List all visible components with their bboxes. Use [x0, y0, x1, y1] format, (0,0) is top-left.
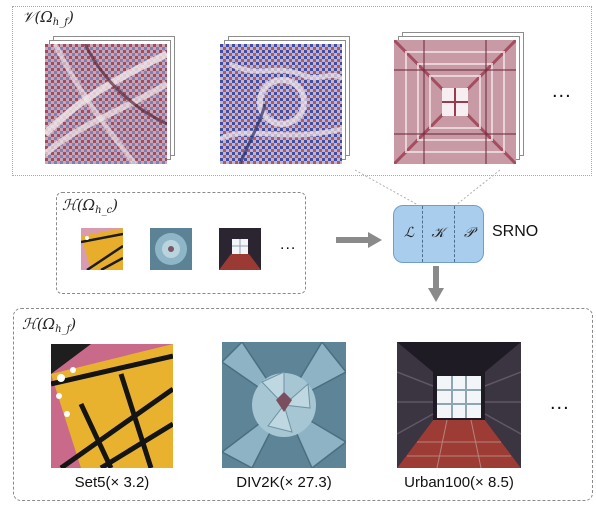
coarse-building-image: [219, 228, 261, 270]
feature-map-1: [45, 44, 167, 164]
v-space-symbol: 𝒱(Ω: [22, 8, 53, 26]
operator-divider-1: [422, 206, 423, 262]
operator-divider-2: [454, 206, 455, 262]
more-inputs-ellipsis: ...: [280, 236, 297, 253]
coarse-succulent-image: [150, 228, 192, 270]
lifting-operator: ℒ: [403, 225, 415, 241]
srno-operator-block: ℒ 𝒦 𝒫: [393, 205, 484, 263]
hc-space-subscript: h_c: [95, 205, 113, 216]
output-arrow: [428, 266, 444, 302]
caption-div2k: DIV2K(× 27.3): [236, 474, 332, 491]
coarse-input-panel: [56, 192, 306, 294]
hf-space-label: ℋ(Ωh_f): [22, 315, 76, 335]
more-features-ellipsis: ...: [552, 80, 572, 102]
v-space-label: 𝒱(Ωh_f): [22, 8, 74, 28]
hc-space-symbol: ℋ(Ω: [62, 196, 96, 214]
coarse-butterfly-image: [81, 228, 123, 270]
kernel-operator: 𝒦: [431, 225, 445, 241]
latent-feature-panel: [12, 6, 592, 176]
v-space-subscript: h_f: [52, 17, 68, 28]
hf-space-close: ): [70, 315, 77, 333]
feature-map-3: [394, 40, 516, 164]
hf-space-subscript: h_f: [55, 324, 71, 335]
feature-map-2: [220, 44, 342, 164]
hc-space-close: ): [112, 196, 119, 214]
caption-urban100: Urban100(× 8.5): [404, 474, 514, 491]
output-building-image: [397, 342, 521, 468]
hf-space-symbol: ℋ(Ω: [22, 315, 56, 333]
input-arrow: [336, 232, 382, 248]
output-butterfly-image: [51, 344, 173, 468]
more-outputs-ellipsis: ...: [550, 392, 570, 414]
fine-output-panel: [13, 308, 593, 501]
projection-operator: 𝒫: [463, 225, 475, 241]
v-space-close: ): [67, 8, 74, 26]
caption-set5: Set5(× 3.2): [74, 474, 150, 491]
output-succulent-image: [222, 342, 346, 468]
srno-label: SRNO: [492, 223, 539, 240]
hc-space-label: ℋ(Ωh_c): [62, 196, 118, 216]
